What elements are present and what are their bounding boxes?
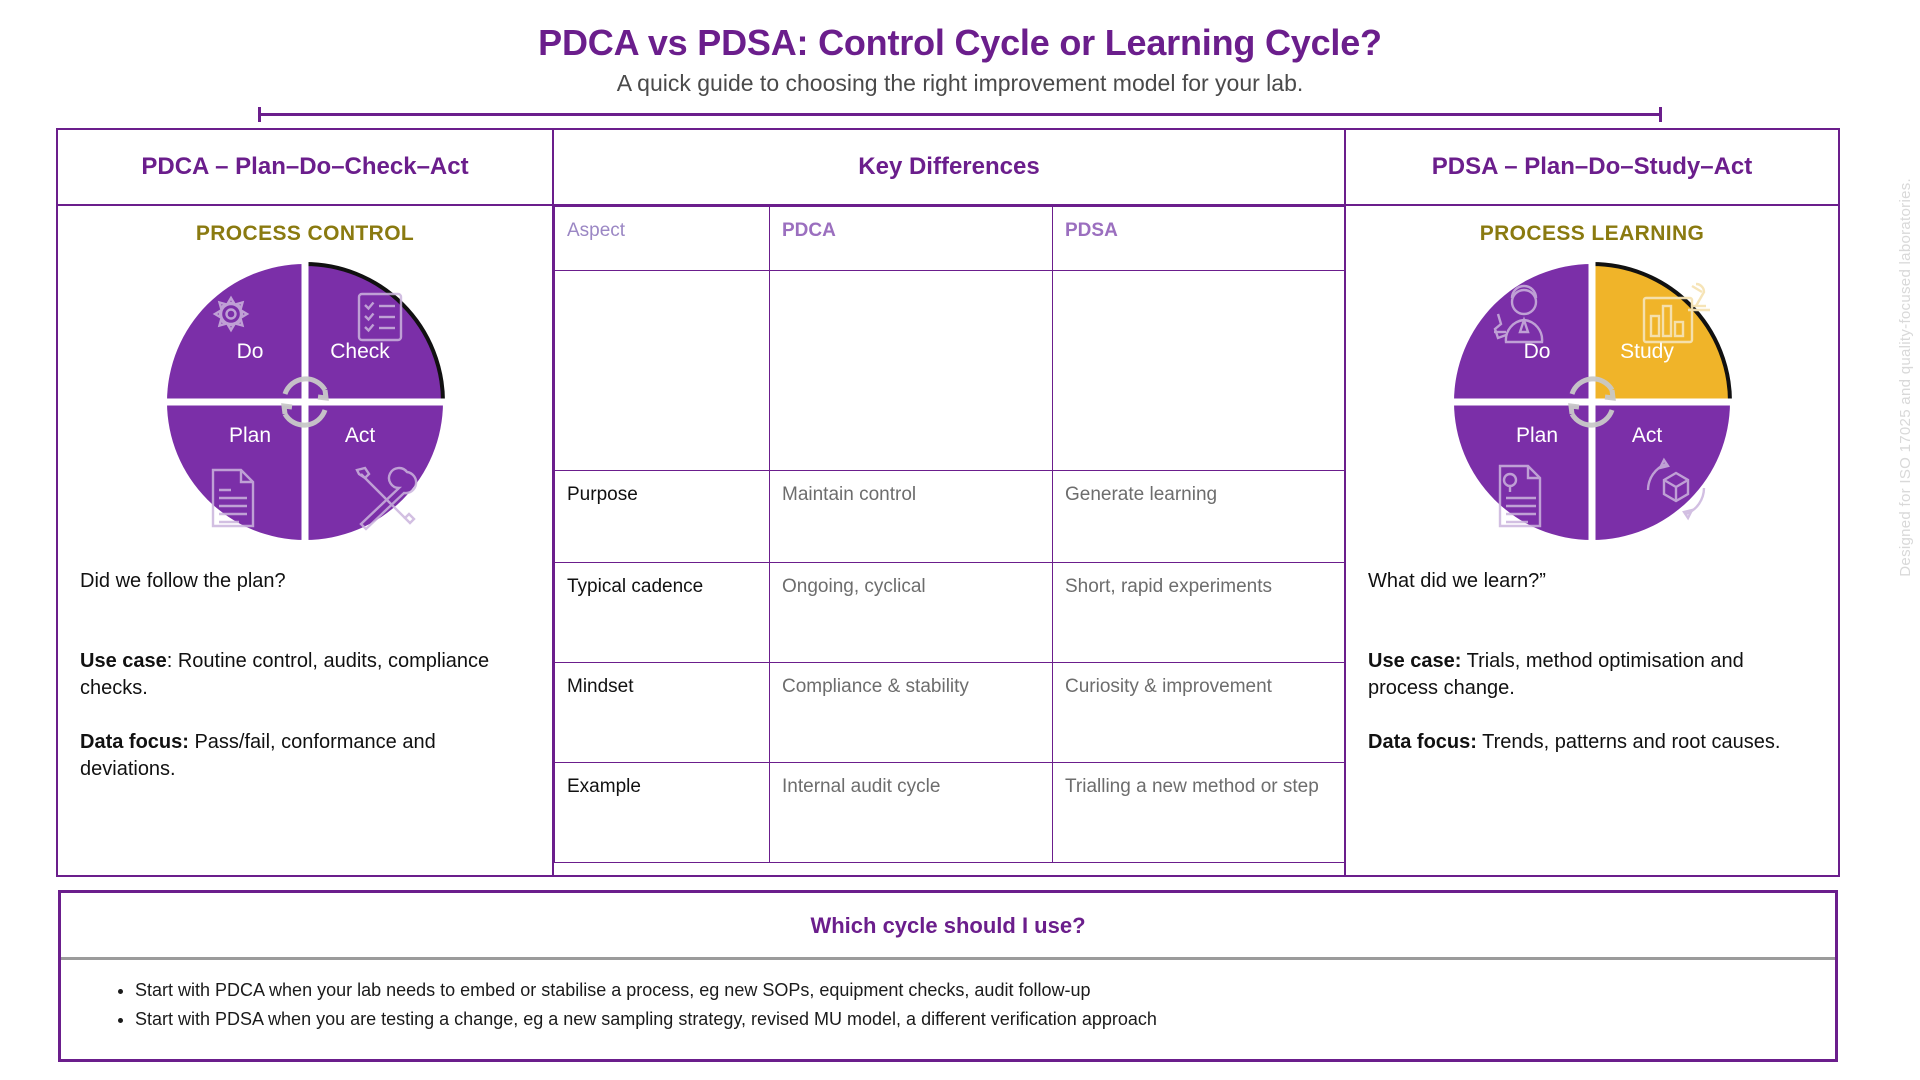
pdca-column-heading: PDCA – Plan–Do–Check–Act	[58, 130, 552, 206]
key-differences-body: Aspect PDCA PDSA Purpose	[554, 206, 1345, 875]
pdsa-data-focus-text: Trends, patterns and root causes.	[1476, 730, 1781, 753]
key-differences-column: Key Differences Aspect PDCA PDSA	[554, 130, 1346, 875]
pdca-question: Did we follow the plan?	[80, 570, 286, 592]
pdsa-wheel-container: Do Study Plan Act	[1346, 258, 1838, 546]
pdca-data-focus-text: Pass/fail, conformance and deviations.	[80, 730, 436, 781]
circular-arrows-icon	[1568, 376, 1616, 428]
table-row: Mindset Compliance & stability Curiosity…	[554, 662, 1345, 763]
comparison-frame: PDCA – Plan–Do–Check–Act PROCESS CONTROL	[56, 128, 1840, 877]
spacer-cell-pdsa	[1052, 270, 1345, 471]
cell-aspect: Purpose	[554, 470, 770, 563]
cell-aspect: Example	[554, 762, 770, 863]
header-divider	[0, 105, 1920, 123]
which-cycle-list: Start with PDCA when your lab needs to e…	[113, 976, 1835, 1034]
pdca-quadrant-do	[167, 264, 305, 402]
cell-pdsa: Curiosity & improvement	[1052, 662, 1345, 763]
table-row: Example Internal audit cycle Trialling a…	[554, 762, 1345, 863]
cell-pdca: Compliance & stability	[769, 662, 1053, 763]
spacer-cell-aspect	[554, 270, 770, 471]
pdca-wheel: Do Check Plan Act	[161, 258, 449, 546]
pdsa-prose: What did we learn?” Use case: Trials, me…	[1346, 546, 1838, 756]
pdca-subheading: PROCESS CONTROL	[195, 222, 415, 245]
watermark-text: Designed for ISO 17025 and quality-focus…	[1897, 178, 1914, 577]
page-title: PDCA vs PDSA: Control Cycle or Learning …	[538, 22, 1382, 63]
tools-icon	[355, 466, 418, 531]
which-cycle-body: Start with PDCA when your lab needs to e…	[61, 960, 1835, 1034]
page-subtitle: A quick guide to choosing the right impr…	[616, 70, 1304, 97]
cell-pdca: Internal audit cycle	[769, 762, 1053, 863]
cell-pdsa: Trialling a new method or step	[1052, 762, 1345, 863]
pdca-prose: Did we follow the plan? Use case: Routin…	[58, 546, 552, 784]
recycle-cube-icon	[1646, 457, 1706, 521]
table-col-aspect: Aspect	[554, 206, 770, 271]
pdca-quadrant-check	[303, 261, 446, 404]
pdsa-question: What did we learn?”	[1368, 570, 1546, 592]
pdsa-data-focus-label: Data focus:	[1368, 730, 1477, 753]
document-icon	[211, 468, 255, 528]
divider-line	[258, 113, 1662, 117]
table-row: Purpose Maintain control Generate learni…	[554, 470, 1345, 563]
pdsa-wheel: Do Study Plan Act	[1448, 258, 1736, 546]
divider-cap-left	[258, 107, 261, 123]
pdca-data-focus-label: Data focus:	[80, 730, 189, 753]
list-item: Start with PDSA when you are testing a c…	[135, 1005, 1835, 1034]
pdsa-column: PDSA – Plan–Do–Study–Act PROCESS LEARNIN…	[1346, 130, 1838, 875]
table-header-row: Aspect PDCA PDSA	[554, 206, 1345, 271]
header: PDCA vs PDSA: Control Cycle or Learning …	[0, 0, 1920, 97]
scientist-icon	[1493, 284, 1544, 344]
pdsa-use-case-text: Trials, method optimisation and process …	[1368, 649, 1744, 700]
pdca-use-case-text: : Routine control, audits, compliance ch…	[80, 649, 490, 700]
cell-pdca: Ongoing, cyclical	[769, 562, 1053, 663]
which-cycle-heading: Which cycle should I use?	[61, 893, 1835, 960]
gear-icon	[212, 295, 250, 333]
circular-arrows-icon	[281, 376, 329, 428]
pdca-quadrant-act	[305, 402, 443, 540]
pdsa-quadrant-study	[1590, 261, 1733, 404]
pdca-column: PDCA – Plan–Do–Check–Act PROCESS CONTROL	[58, 130, 554, 875]
comparison-table: Aspect PDCA PDSA Purpose	[554, 206, 1345, 863]
pdca-wheel-container: Do Check Plan Act	[58, 258, 552, 546]
which-cycle-panel: Which cycle should I use? Start with PDC…	[58, 890, 1838, 1062]
divider-cap-right	[1659, 107, 1662, 123]
pdsa-quadrant-plan	[1454, 402, 1592, 540]
key-differences-heading: Key Differences	[554, 130, 1344, 206]
pdca-use-case: Use case: Routine control, audits, compl…	[80, 648, 530, 703]
table-col-pdsa: PDSA	[1052, 206, 1345, 271]
document-pin-icon	[1498, 464, 1542, 528]
pdsa-quadrant-act	[1592, 402, 1730, 540]
table-col-pdca: PDCA	[769, 206, 1053, 271]
checklist-icon	[357, 292, 403, 342]
spacer-cell-pdca	[769, 270, 1053, 471]
table-spacer-row	[554, 270, 1345, 471]
pdca-use-case-label: Use case	[80, 649, 167, 672]
pdsa-data-focus: Data focus: Trends, patterns and root ca…	[1368, 729, 1816, 757]
table-row: Typical cadence Ongoing, cyclical Short,…	[554, 562, 1345, 663]
cell-aspect: Mindset	[554, 662, 770, 763]
chart-microscope-icon	[1642, 282, 1710, 344]
pdsa-use-case-label: Use case:	[1368, 649, 1462, 672]
pdsa-subheading: PROCESS LEARNING	[1479, 222, 1705, 245]
pdca-data-focus: Data focus: Pass/fail, conformance and d…	[80, 729, 530, 784]
pdsa-use-case: Use case: Trials, method optimisation an…	[1368, 648, 1816, 703]
pdsa-column-heading: PDSA – Plan–Do–Study–Act	[1346, 130, 1838, 206]
cell-pdca: Maintain control	[769, 470, 1053, 563]
cell-pdsa: Generate learning	[1052, 470, 1345, 563]
pdca-column-body: PROCESS CONTROL	[58, 206, 552, 875]
list-item: Start with PDCA when your lab needs to e…	[135, 976, 1835, 1005]
cell-pdsa: Short, rapid experiments	[1052, 562, 1345, 663]
pdsa-column-body: PROCESS LEARNING	[1346, 206, 1838, 875]
cell-aspect: Typical cadence	[554, 562, 770, 663]
